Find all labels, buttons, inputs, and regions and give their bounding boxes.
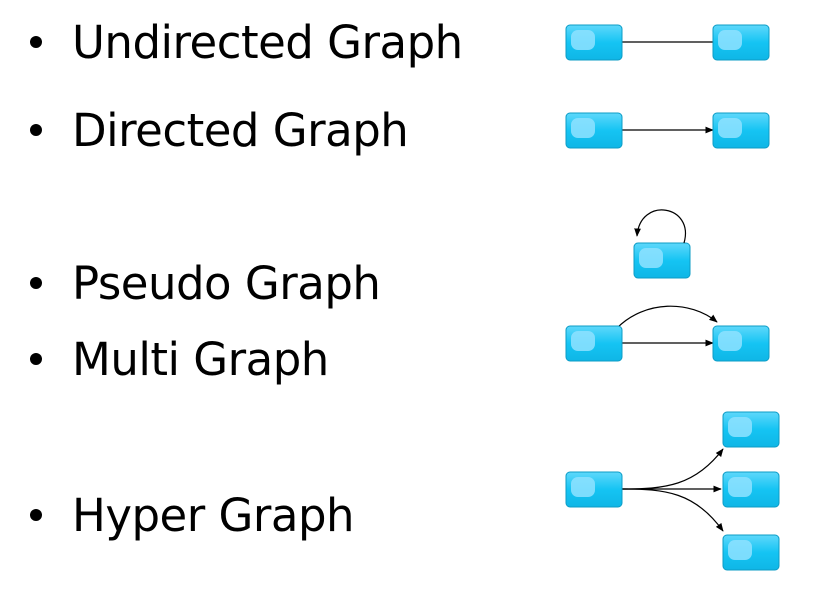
graph-node-icon (712, 24, 770, 61)
graph-node-icon (712, 112, 770, 149)
bullet-directed-graph: Directed Graph (30, 100, 409, 160)
bullet-dot-icon (30, 277, 42, 289)
graph-node-icon (722, 471, 780, 508)
bullet-undirected-graph: Undirected Graph (30, 12, 463, 72)
graph-node-icon (565, 471, 623, 508)
hyper-edge-down (621, 488, 724, 532)
graph-node-icon (565, 24, 623, 61)
bullet-dot-icon (30, 353, 42, 365)
bullet-multi-graph: Multi Graph (30, 329, 329, 389)
bullet-pseudo-graph: Pseudo Graph (30, 253, 381, 313)
self-loop-edge (634, 209, 687, 244)
multi-graph-diagram (565, 305, 770, 362)
graph-node-icon (565, 112, 623, 149)
bullet-label: Undirected Graph (72, 15, 463, 69)
bullet-dot-icon (30, 509, 42, 521)
graph-node-icon (722, 534, 780, 571)
bullet-label: Multi Graph (72, 332, 329, 386)
bullet-label: Pseudo Graph (72, 256, 381, 310)
bullet-label: Hyper Graph (72, 488, 355, 542)
edge-arrow-curved (616, 305, 718, 329)
graph-node-icon (722, 411, 780, 448)
graph-node-icon (633, 242, 691, 279)
hyper-graph-diagram (565, 411, 780, 571)
undirected-graph-diagram (565, 24, 770, 61)
graph-node-icon (712, 325, 770, 362)
pseudo-graph-diagram (633, 209, 691, 279)
bullet-label: Directed Graph (72, 103, 409, 157)
directed-graph-diagram (565, 112, 770, 149)
graph-node-icon (565, 325, 623, 362)
hyper-edge-up (621, 448, 724, 490)
bullet-hyper-graph: Hyper Graph (30, 485, 355, 545)
bullet-dot-icon (30, 124, 42, 136)
bullet-dot-icon (30, 36, 42, 48)
